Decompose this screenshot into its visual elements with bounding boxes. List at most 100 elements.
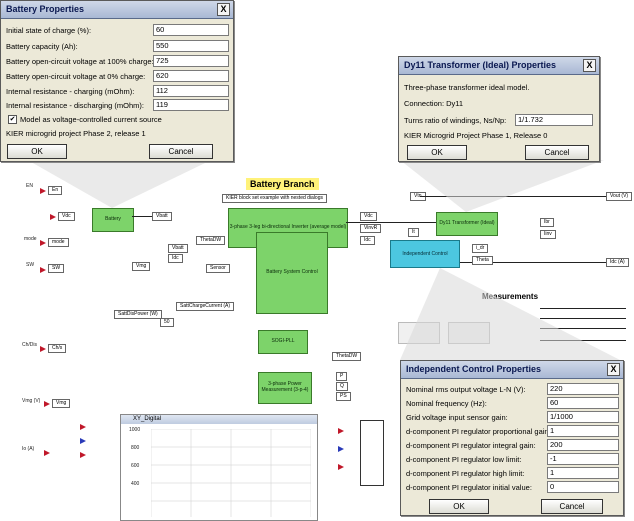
cancel-button[interactable]: Cancel — [149, 144, 213, 159]
tag-vinvr: VinvR — [360, 224, 382, 233]
indep-control-block[interactable]: Independent Control — [390, 240, 460, 268]
bms-block[interactable]: Battery System Control — [256, 232, 328, 314]
battery-dialog-footer: KIER microgrid project Phase 2, release … — [6, 129, 146, 138]
battery-row-label: Battery capacity (Ah): — [6, 42, 78, 51]
wire-vout — [420, 196, 606, 197]
port-bottom[interactable] — [80, 438, 86, 444]
transformer-block[interactable]: Dy11 Transformer (Ideal) — [436, 212, 498, 236]
label-chdis: Ch/Dis — [22, 342, 38, 348]
pi-prop-gain-field[interactable]: 1 — [547, 425, 619, 437]
battery-r-charge-field[interactable]: 112 — [153, 85, 229, 97]
tag-vdc-in: Vdc — [58, 212, 75, 221]
ok-button[interactable]: OK — [407, 145, 467, 160]
cancel-button[interactable]: Cancel — [541, 499, 603, 514]
label-io: Io (A) — [22, 446, 35, 452]
port-mode[interactable] — [40, 240, 46, 246]
tag-vbatt: Vbatt — [152, 212, 172, 221]
tag-p: P — [336, 372, 348, 381]
nominal-frequency-field[interactable]: 60 — [547, 397, 619, 409]
close-icon[interactable]: X — [217, 3, 230, 16]
battery-dialog-titlebar[interactable]: Battery Properties X — [1, 1, 233, 19]
scope-ytick: 800 — [131, 445, 140, 451]
battery-row-label: Initial state of charge (%): — [6, 26, 92, 35]
transformer-footer: KIER Microgrid Project Phase 1, Release … — [404, 131, 548, 140]
pll-block[interactable]: SOGI-PLL — [258, 330, 308, 354]
voltage-source-checkbox[interactable]: ✔ — [8, 115, 17, 124]
pi-low-limit-field[interactable]: -1 — [547, 453, 619, 465]
control-row-label: d-component PI regulator low limit: — [406, 455, 522, 464]
tag-mode: mode — [48, 238, 69, 247]
pi-initial-value-field[interactable]: 0 — [547, 481, 619, 493]
tag-idc-a: Idc (A) — [606, 258, 629, 267]
tag-theta: Theta — [472, 256, 493, 265]
port-en[interactable] — [40, 188, 46, 194]
label-en: EN — [26, 183, 33, 189]
close-icon[interactable]: X — [583, 59, 596, 72]
port-bottom[interactable] — [338, 446, 344, 452]
tag-val-50: 50 — [160, 318, 174, 327]
port-sw[interactable] — [40, 267, 46, 273]
wire-meas — [540, 308, 626, 309]
tag-vmg-bms: Vmg — [132, 262, 151, 271]
port-vmg[interactable] — [44, 401, 50, 407]
tag-i-dr: i_dr — [472, 244, 489, 253]
wire-meas — [540, 318, 626, 319]
port-bottom[interactable] — [338, 464, 344, 470]
power-measurement-block[interactable]: 3-phase Power Measurement (3-p-4) — [258, 372, 312, 404]
measurements-title: Measurements — [482, 292, 539, 301]
control-row-label: d-component PI regulator proportional ga… — [406, 427, 551, 436]
battery-properties-dialog: Battery Properties X Initial state of ch… — [0, 0, 234, 162]
tag-vmg: Vmg — [52, 399, 71, 408]
control-row-label: d-component PI regulator initial value: — [406, 483, 532, 492]
pi-int-gain-field[interactable]: 200 — [547, 439, 619, 451]
nominal-voltage-field[interactable]: 220 — [547, 383, 619, 395]
port-bottom[interactable] — [80, 452, 86, 458]
tag-vout: Vout (V) — [606, 192, 633, 201]
ok-button[interactable]: OK — [429, 499, 489, 514]
battery-r-discharge-field[interactable]: 119 — [153, 99, 229, 111]
sensor-gain-field[interactable]: 1/1000 — [547, 411, 619, 423]
ok-button[interactable]: OK — [7, 144, 67, 159]
battery-dialog-title: Battery Properties — [6, 4, 85, 14]
wire-meas — [540, 328, 626, 329]
wire-meas — [540, 340, 626, 341]
transformer-dialog-titlebar[interactable]: Dy11 Transformer (Ideal) Properties X — [399, 57, 599, 75]
tag-ibr: Ibr — [540, 218, 554, 227]
pi-high-limit-field[interactable]: 1 — [547, 467, 619, 479]
port-bottom[interactable] — [80, 424, 86, 430]
tag-it: It — [408, 228, 419, 237]
turns-ratio-label: Turns ratio of windings, Ns/Np: — [404, 116, 507, 125]
scope-window[interactable]: XY_Digital 1000 800 600 400 — [120, 414, 318, 521]
tag-chdis: Ch/s — [48, 344, 67, 353]
port-io[interactable] — [44, 450, 50, 456]
battery-row-label: Internal resistance - charging (mOhm): — [6, 87, 135, 96]
control-dialog-titlebar[interactable]: Independent Control Properties X — [401, 361, 623, 379]
close-icon[interactable]: X — [607, 363, 620, 376]
scope-ytick: 1000 — [129, 427, 141, 433]
control-row-label: Nominal rms output voltage L-N (V): — [406, 385, 526, 394]
tag-iinv: Iinv — [540, 230, 556, 239]
scope-titlebar[interactable]: XY_Digital — [121, 415, 317, 424]
port-vdc-in[interactable] — [50, 214, 56, 220]
tag-theta-dw: ThetaDW — [196, 236, 226, 245]
scope-ytick: 600 — [131, 463, 140, 469]
battery-capacity-field[interactable]: 550 — [153, 40, 229, 52]
battery-block[interactable]: Battery — [92, 208, 134, 232]
battery-ocv-0-field[interactable]: 620 — [153, 70, 229, 82]
transformer-desc: Three-phase transformer ideal model. — [404, 83, 530, 92]
port-chdis[interactable] — [40, 346, 46, 352]
cancel-button[interactable]: Cancel — [525, 145, 589, 160]
tag-sw: SW — [48, 264, 65, 273]
turns-ratio-field[interactable]: 1/1.732 — [515, 114, 593, 126]
battery-initial-soc-field[interactable]: 60 — [153, 24, 229, 36]
label-vmg: Vmg (V) — [22, 398, 41, 404]
wire-idc — [420, 262, 606, 263]
kier-note-tag: KIER block set example with nested dialo… — [222, 194, 327, 203]
control-dialog-title: Independent Control Properties — [406, 364, 542, 374]
control-row-label: Grid voltage input sensor gain: — [406, 413, 508, 422]
battery-ocv-100-field[interactable]: 725 — [153, 55, 229, 67]
tag-sensor: Sensor — [206, 264, 230, 273]
label-mode: mode — [24, 236, 37, 242]
control-row-label: Nominal frequency (Hz): — [406, 399, 487, 408]
port-bottom[interactable] — [338, 428, 344, 434]
